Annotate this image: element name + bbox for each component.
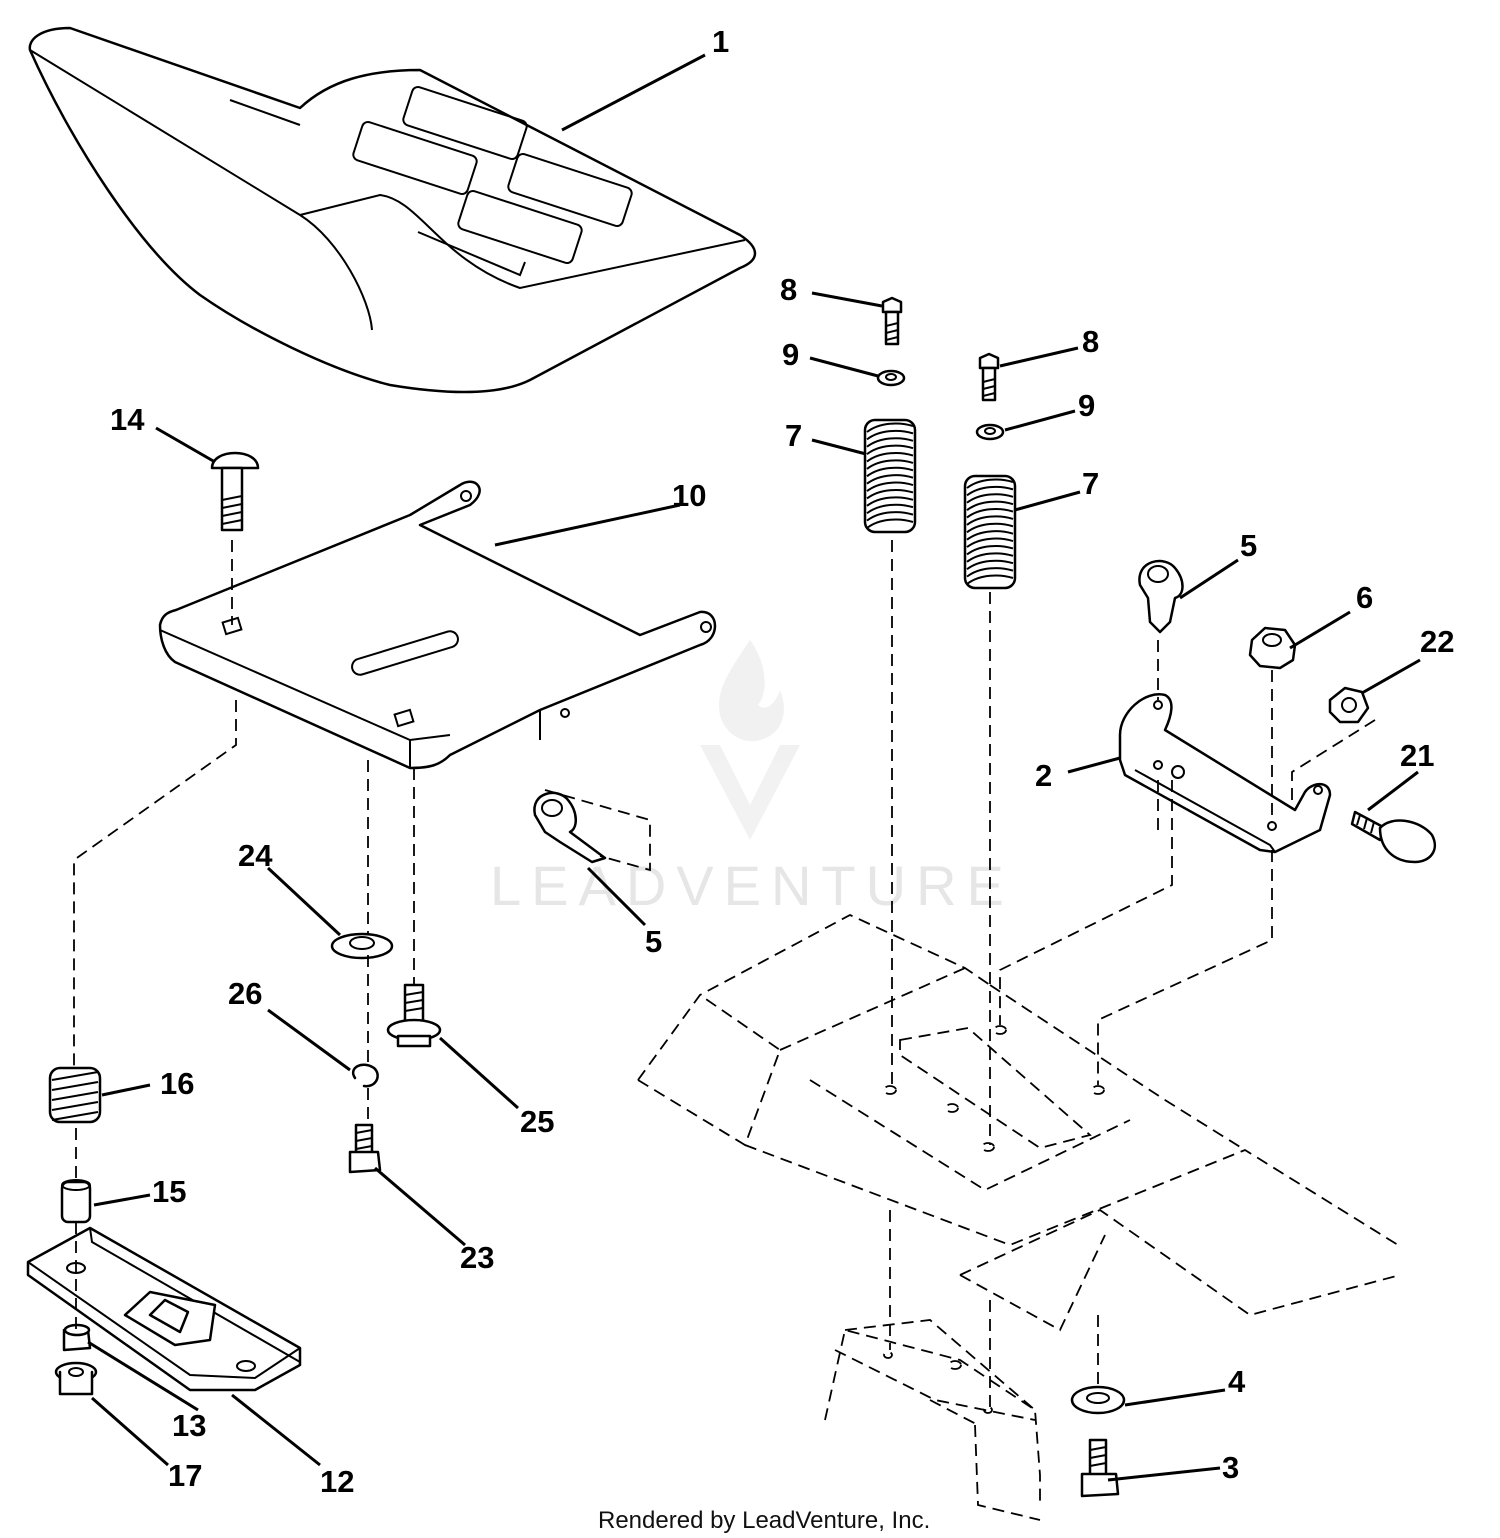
clip-part-5-right[interactable]	[1138, 559, 1184, 634]
spring-coil	[866, 422, 914, 433]
hex-bolt-part-3[interactable]	[1080, 1438, 1120, 1498]
spring-coil	[866, 518, 914, 529]
spring-coil	[966, 552, 1014, 563]
callout-22: 22	[1420, 624, 1454, 659]
lock-washer-part-26[interactable]	[352, 1063, 379, 1088]
spring-coil	[966, 500, 1014, 511]
carriage-bolt-part-14[interactable]	[210, 451, 260, 532]
callout-7-left: 7	[785, 418, 802, 453]
callout-6: 6	[1356, 580, 1373, 615]
nut-part-22[interactable]	[1328, 686, 1370, 724]
spring-coil	[966, 567, 1014, 578]
spring-coil	[966, 485, 1014, 497]
flange-bolt-part-21[interactable]	[1350, 810, 1437, 864]
callout-1: 1	[712, 24, 729, 59]
callout-15: 15	[152, 1174, 186, 1209]
spring-coil	[866, 466, 914, 478]
spring-coil	[966, 574, 1014, 585]
spring-coil	[866, 437, 914, 448]
fender-phantom-outline	[637, 913, 1401, 1332]
hex-nut-part-6[interactable]	[1248, 626, 1297, 670]
nut-part-13[interactable]	[62, 1323, 92, 1352]
callout-8-left: 8	[780, 272, 797, 307]
spring-coil	[866, 488, 914, 500]
footer-credit: Rendered by LeadVenture, Inc.	[598, 1507, 930, 1534]
bolt-part-8-left[interactable]	[881, 296, 903, 346]
seat-part-1[interactable]	[28, 26, 757, 394]
mounting-plate-part-12[interactable]	[26, 1226, 302, 1392]
spring-coil	[866, 444, 914, 455]
callout-9-right: 9	[1078, 388, 1095, 423]
watermark-logo	[700, 640, 800, 840]
callouts: 1 2 3 4 5 5 6 7 7 8 8 9 9 10 12 13 14 15…	[110, 24, 1454, 1499]
callout-13: 13	[172, 1408, 206, 1443]
spacer-part-15[interactable]	[60, 1179, 92, 1224]
spring-part-7-right[interactable]	[963, 474, 1017, 590]
callout-16: 16	[160, 1066, 194, 1101]
callout-25: 25	[520, 1104, 554, 1139]
callout-9-left: 9	[782, 337, 799, 372]
hex-bolt-part-23[interactable]	[348, 1123, 382, 1174]
callout-12: 12	[320, 1464, 354, 1499]
spring-coil	[866, 474, 914, 485]
callout-3: 3	[1222, 1450, 1239, 1485]
callout-4: 4	[1228, 1364, 1246, 1399]
spring-coil	[966, 508, 1014, 519]
washer-part-4[interactable]	[1070, 1385, 1126, 1415]
spring-coil	[966, 522, 1014, 534]
callout-8-right: 8	[1082, 324, 1099, 359]
callout-24: 24	[238, 838, 273, 873]
callout-21: 21	[1400, 738, 1434, 773]
clip-part-5-left[interactable]	[533, 791, 607, 864]
spring-coil	[966, 559, 1014, 571]
callout-17: 17	[168, 1458, 202, 1493]
spring-part-16[interactable]	[48, 1066, 102, 1124]
spring-coil	[966, 515, 1014, 526]
callout-10: 10	[672, 478, 706, 513]
spring-coil	[866, 496, 914, 507]
spring-coil	[966, 478, 1014, 489]
shoulder-bolt-part-25[interactable]	[386, 983, 442, 1048]
frame-bracket-phantom	[824, 1319, 1041, 1521]
spring-coil	[966, 530, 1014, 541]
watermark-text: LEADVENTURE	[490, 854, 1014, 917]
spring-coil	[866, 429, 914, 441]
bracket-part-2[interactable]	[1118, 693, 1332, 854]
seat-pan-part-10[interactable]	[158, 480, 717, 770]
flange-nut-part-17[interactable]	[54, 1361, 98, 1396]
spring-part-7-left[interactable]	[863, 418, 917, 534]
callout-7-right: 7	[1082, 466, 1099, 501]
callout-14: 14	[110, 402, 145, 437]
washer-part-9-left[interactable]	[876, 369, 906, 387]
callout-5-right: 5	[1240, 528, 1257, 563]
callout-23: 23	[460, 1240, 494, 1275]
callout-2: 2	[1035, 758, 1052, 793]
spring-coil	[966, 544, 1014, 556]
washer-part-24[interactable]	[330, 932, 394, 960]
bolt-part-8-right[interactable]	[978, 352, 1000, 402]
spring-coil	[866, 481, 914, 492]
alignment-lines	[73, 540, 1376, 1410]
leader-lines	[87, 53, 1421, 1482]
spring-coil	[866, 503, 914, 515]
spring-coil	[866, 459, 914, 470]
washer-part-9-right[interactable]	[975, 423, 1005, 441]
spring-coil	[866, 511, 914, 522]
callout-26: 26	[228, 976, 262, 1011]
spring-coil	[866, 452, 914, 463]
spring-coil	[966, 537, 1014, 548]
callout-5-left: 5	[645, 924, 662, 959]
spring-coil	[966, 493, 1014, 504]
